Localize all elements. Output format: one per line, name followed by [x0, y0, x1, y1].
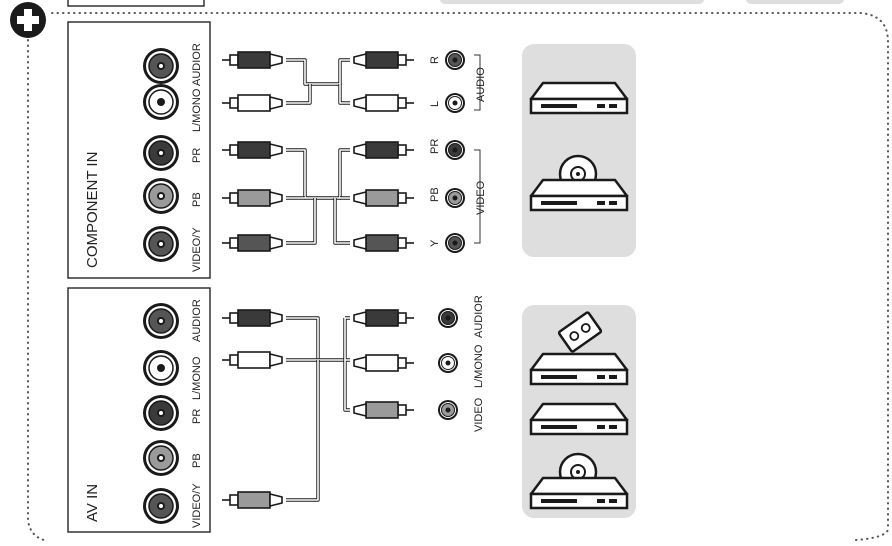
- component-device-box: [522, 44, 636, 257]
- rca-plug: [353, 309, 414, 327]
- vcr-tape-icon: [529, 311, 629, 386]
- jack-label: VIDEO/Y: [191, 483, 203, 528]
- device-jack-label: L/MONO: [473, 344, 485, 388]
- jack-label: PB: [191, 453, 203, 468]
- av-device-box: [522, 305, 636, 518]
- audio-group-label: AUDIO: [475, 67, 487, 102]
- cable-wire: [343, 316, 350, 412]
- device-jack-label: AUDIOR: [473, 295, 485, 338]
- rca-plug: [222, 234, 283, 252]
- plus-circle-icon: [10, 2, 46, 38]
- jack-label: PR: [191, 148, 203, 163]
- rca-plug: [222, 51, 283, 69]
- dotted-frame: [27, 12, 889, 541]
- av-panel-title: AV IN: [84, 484, 101, 522]
- panel-jack: [143, 440, 179, 476]
- rca-plug: [222, 141, 283, 159]
- device-jack-label: VIDEO: [473, 397, 485, 432]
- panel-jack: [143, 226, 179, 262]
- av-panel: AV IN AUDIOR L/MONO PR PB VIDEO/Y: [67, 287, 211, 533]
- rca-plug: [353, 354, 414, 372]
- disc-player-icon: [529, 452, 629, 510]
- disc-player-icon: [529, 154, 629, 212]
- panel-jack: [143, 84, 179, 120]
- tape-icon: [557, 311, 603, 353]
- cable-wire: [286, 198, 350, 245]
- previous-section-remnants: [67, 0, 844, 7]
- device-jack: [445, 233, 465, 253]
- panel-jack: [143, 48, 179, 84]
- jack-label: L/MONO: [191, 88, 203, 132]
- component-panel: COMPONENT IN AUDIOR L/MONO PR PB VIDEO/Y: [67, 21, 211, 279]
- panel-jack: [143, 178, 179, 214]
- jack-label: AUDIOR: [191, 299, 203, 342]
- rca-plug: [222, 491, 283, 509]
- rca-plug: [353, 189, 414, 207]
- device-jack-label: R: [429, 56, 441, 64]
- rca-plug: [353, 94, 414, 112]
- jack-label: AUDIOR: [191, 43, 203, 86]
- device-jack: [445, 140, 465, 160]
- panel-jack: [143, 303, 179, 339]
- disc-player-base-icon: [529, 476, 629, 510]
- panel-jack: [143, 395, 179, 431]
- vcr-base-icon: [529, 352, 629, 386]
- video-bracket: [474, 149, 481, 244]
- panel-jack: [143, 488, 179, 524]
- rca-plug: [353, 234, 414, 252]
- audio-bracket: [474, 54, 481, 111]
- jack-label: PR: [191, 409, 203, 424]
- device-jack: [445, 50, 465, 70]
- device-jack-label: Y: [429, 239, 441, 247]
- rca-plug: [222, 351, 283, 369]
- dvd-player-icon: [529, 402, 629, 436]
- panel-jack: [143, 350, 179, 386]
- jack-label: L/MONO: [191, 356, 203, 400]
- component-device-jacks: R L PR PB Y AUDIO VIDEO: [429, 50, 487, 253]
- jack-label: VIDEO/Y: [191, 227, 203, 272]
- rca-plug: [353, 141, 414, 159]
- cable-wire: [286, 360, 320, 502]
- device-jack: [438, 308, 458, 328]
- component-panel-title: COMPONENT IN: [84, 152, 101, 268]
- disc-player-base-icon: [529, 178, 629, 212]
- cable-wire: [286, 316, 320, 360]
- rca-plug: [353, 51, 414, 69]
- device-jack: [438, 400, 458, 420]
- device-jack: [438, 353, 458, 373]
- cable-wire: [286, 58, 350, 86]
- video-group-label: VIDEO: [475, 180, 487, 215]
- device-jack: [445, 93, 465, 113]
- panel-jack: [143, 135, 179, 171]
- rca-plug: [222, 94, 283, 112]
- rca-plug: [353, 401, 414, 419]
- rca-plug: [222, 189, 283, 207]
- cable-wire: [286, 148, 350, 200]
- dvd-player-icon: [529, 81, 629, 115]
- device-jack-label: L: [429, 101, 441, 107]
- av-device-jacks: AUDIOR L/MONO VIDEO: [438, 295, 485, 432]
- device-jack-label: PR: [429, 139, 441, 154]
- device-jack-label: PB: [429, 187, 441, 202]
- jack-label: PB: [191, 192, 203, 207]
- cable-wire: [286, 84, 350, 105]
- component-cables: [222, 51, 414, 252]
- device-jack: [445, 188, 465, 208]
- rca-plug: [222, 309, 283, 327]
- av-cables: [222, 309, 414, 509]
